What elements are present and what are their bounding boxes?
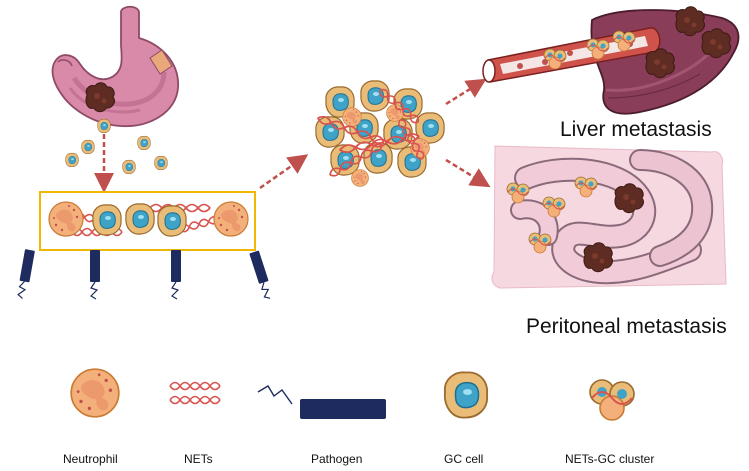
legend-neutrophil-label: Neutrophil (63, 452, 118, 466)
intestine-icon (510, 149, 714, 285)
arrow-icon (445, 158, 491, 188)
stomach-icon (51, 5, 179, 127)
legend-pathogen-icon (257, 385, 386, 419)
arrow-icon (445, 78, 487, 106)
liver-metastasis-label: Liver metastasis (560, 118, 712, 141)
shed-gc-cells (65, 118, 168, 175)
legend-cluster-label: NETs-GC cluster (565, 452, 655, 466)
peritoneal-metastasis-label: Peritoneal metastasis (526, 315, 727, 338)
legend-nets-icon (169, 381, 221, 405)
legend-gc-cell-icon (443, 371, 489, 419)
legend-pathogen-label: Pathogen (311, 452, 363, 466)
tumor-icon (85, 82, 115, 113)
legend-cluster-icon (589, 379, 635, 421)
legend-nets-label: NETs (184, 452, 213, 466)
legend-gc-cell-label: GC cell (444, 452, 484, 466)
arrow-icon (259, 154, 309, 190)
legend-neutrophil-icon (70, 368, 120, 418)
pathogens (15, 248, 275, 301)
box-contents (48, 201, 249, 237)
legend-icons (70, 368, 635, 421)
nets-gc-cluster (315, 80, 445, 187)
